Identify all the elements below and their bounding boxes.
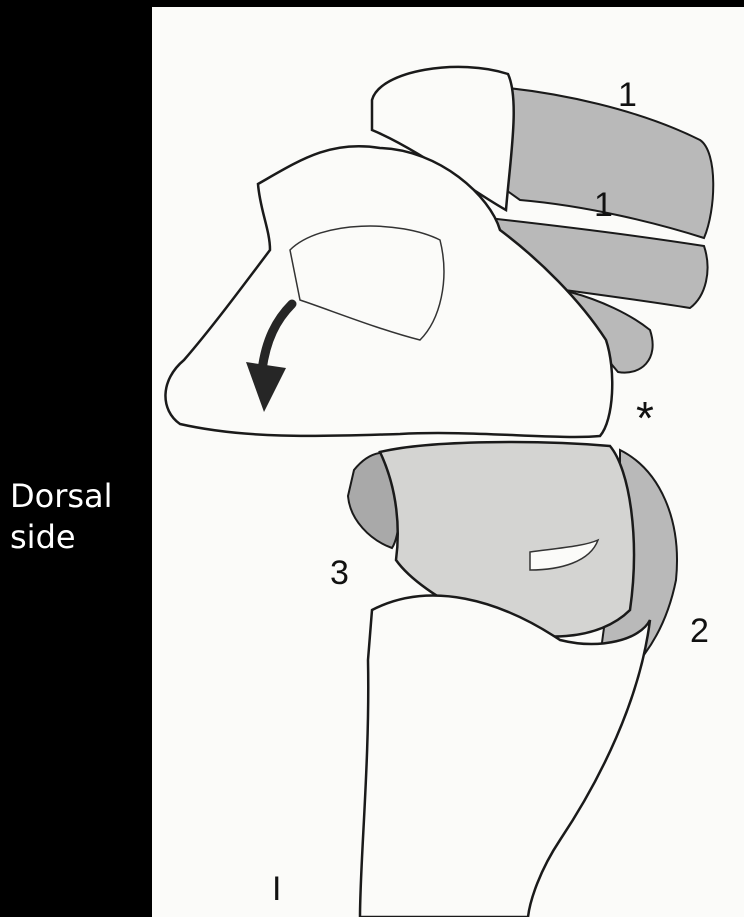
label-ligament-1-top: 1 (618, 76, 637, 114)
label-ligament-1-middle: 1 (594, 186, 613, 224)
radius-shaft (360, 596, 650, 917)
label-bone-mark: I (272, 870, 281, 908)
label-asterisk: * (636, 392, 654, 444)
label-ligament-3: 3 (330, 554, 349, 592)
label-ligament-2: 2 (690, 612, 709, 650)
